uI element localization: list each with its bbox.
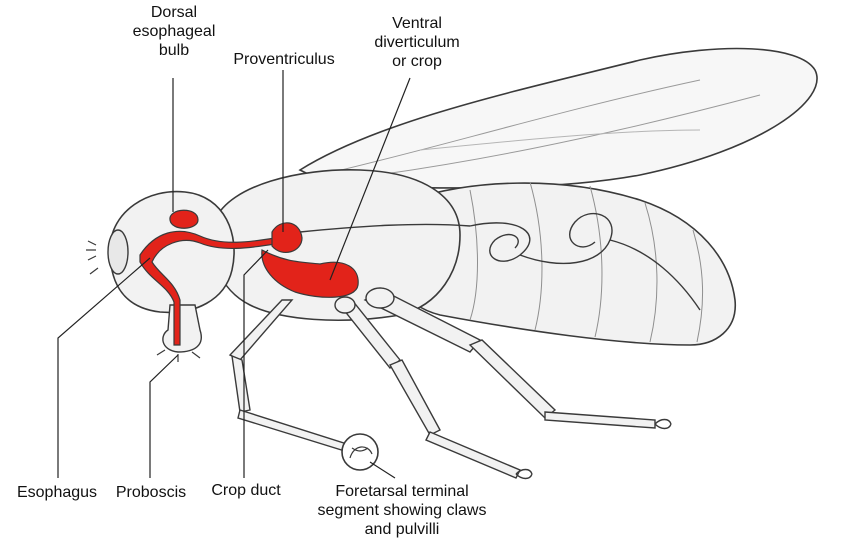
proventriculus-shape xyxy=(272,223,302,253)
label-crop-duct: Crop duct xyxy=(200,481,292,500)
dorsal-esophageal-bulb-shape xyxy=(170,210,198,228)
label-foretarsal-terminal: Foretarsal terminal segment showing claw… xyxy=(305,482,499,539)
label-dorsal-esophageal-bulb: Dorsal esophageal bulb xyxy=(124,3,224,60)
label-ventral-diverticulum: Ventral diverticulum or crop xyxy=(362,14,472,71)
label-proventriculus: Proventriculus xyxy=(222,50,346,69)
label-proboscis: Proboscis xyxy=(107,483,195,502)
leader-foretarsal xyxy=(370,462,395,478)
leader-proboscis xyxy=(150,355,178,478)
label-esophagus: Esophagus xyxy=(5,483,109,502)
claws xyxy=(516,420,671,479)
foretarsal-magnifier xyxy=(342,434,378,470)
